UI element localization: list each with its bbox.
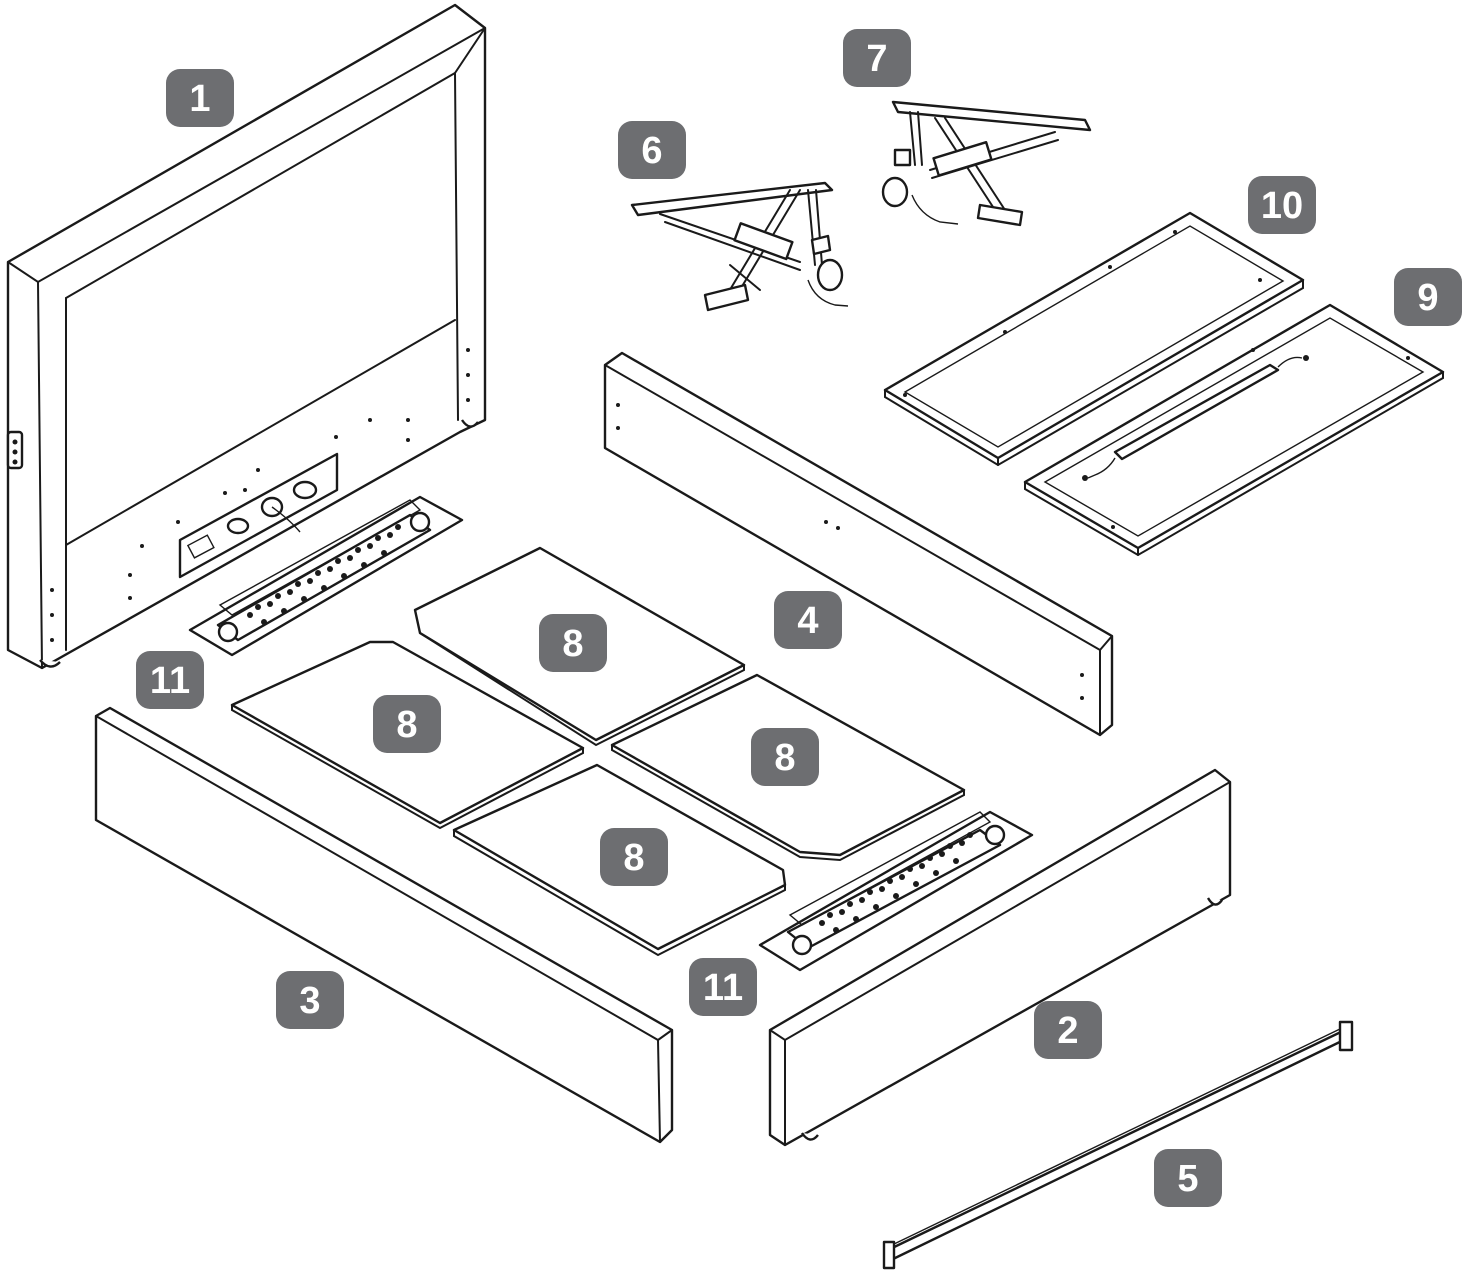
badge-label: 8 [396, 704, 417, 746]
lid-frame-lighted-drawing [1023, 303, 1445, 557]
badge-background [600, 828, 668, 886]
vent-plate-top-drawing [188, 495, 464, 657]
headboard-screw-holes [50, 348, 470, 642]
badge-slat-panel-c: 8 [751, 728, 819, 786]
badge-background [689, 958, 757, 1016]
badge-side-rail-right: 4 [774, 591, 842, 649]
badge-background [136, 651, 204, 709]
badge-background [1248, 176, 1316, 234]
badge-label: 1 [189, 78, 210, 120]
badge-background [166, 69, 234, 127]
badge-label: 6 [641, 130, 662, 172]
badge-background [1034, 1001, 1102, 1059]
badge-label: 7 [866, 38, 887, 80]
vent-plate-bottom-drawing [758, 810, 1034, 972]
vent-holes-top [247, 524, 401, 625]
badge-side-rail-left: 3 [276, 971, 344, 1029]
badge-lift-mechanism-right: 7 [843, 29, 911, 87]
footboard-drawing [768, 768, 1232, 1147]
badge-label: 11 [150, 660, 190, 702]
badge-slat-panel-b: 8 [373, 695, 441, 753]
badge-label: 5 [1177, 1158, 1198, 1200]
part-number-badges: 1 2 3 4 5 6 7 8 8 8 8 9 10 11 11 [136, 29, 1462, 1207]
badge-background [774, 591, 842, 649]
badge-background [843, 29, 911, 87]
badge-label: 11 [703, 967, 743, 1009]
badge-background [276, 971, 344, 1029]
badge-label: 8 [623, 837, 644, 879]
badge-label: 2 [1057, 1010, 1078, 1052]
badge-slat-panel-d: 8 [600, 828, 668, 886]
lift-mechanism-left-drawing [630, 181, 849, 312]
badge-slat-panel-a: 8 [539, 614, 607, 672]
badge-label: 4 [797, 600, 818, 642]
badge-background [618, 121, 686, 179]
badge-background [1154, 1149, 1222, 1207]
headboard-drawing [6, 3, 487, 670]
badge-lift-mechanism-left: 6 [618, 121, 686, 179]
badge-label: 3 [299, 980, 320, 1022]
badge-center-rail: 5 [1154, 1149, 1222, 1207]
side-rail-right-drawing [603, 351, 1114, 737]
badge-vent-plate-top: 11 [136, 651, 204, 709]
side-rail-left-drawing [94, 706, 674, 1144]
badge-background [751, 728, 819, 786]
badge-background [539, 614, 607, 672]
badge-label: 9 [1417, 277, 1438, 319]
lift-mechanism-right-drawing [881, 100, 1092, 227]
center-rail-drawing [882, 1020, 1354, 1270]
badge-lid-frame: 10 [1248, 176, 1316, 234]
badge-vent-plate-bottom: 11 [689, 958, 757, 1016]
badge-footboard: 2 [1034, 1001, 1102, 1059]
badge-label: 10 [1261, 185, 1303, 227]
badge-background [1394, 268, 1462, 326]
badge-background [373, 695, 441, 753]
badge-label: 8 [774, 737, 795, 779]
vent-holes-bottom [819, 832, 973, 933]
lid-frame-drawing [883, 211, 1305, 467]
badge-lid-frame-lighted: 9 [1394, 268, 1462, 326]
badge-headboard: 1 [166, 69, 234, 127]
badge-label: 8 [562, 623, 583, 665]
